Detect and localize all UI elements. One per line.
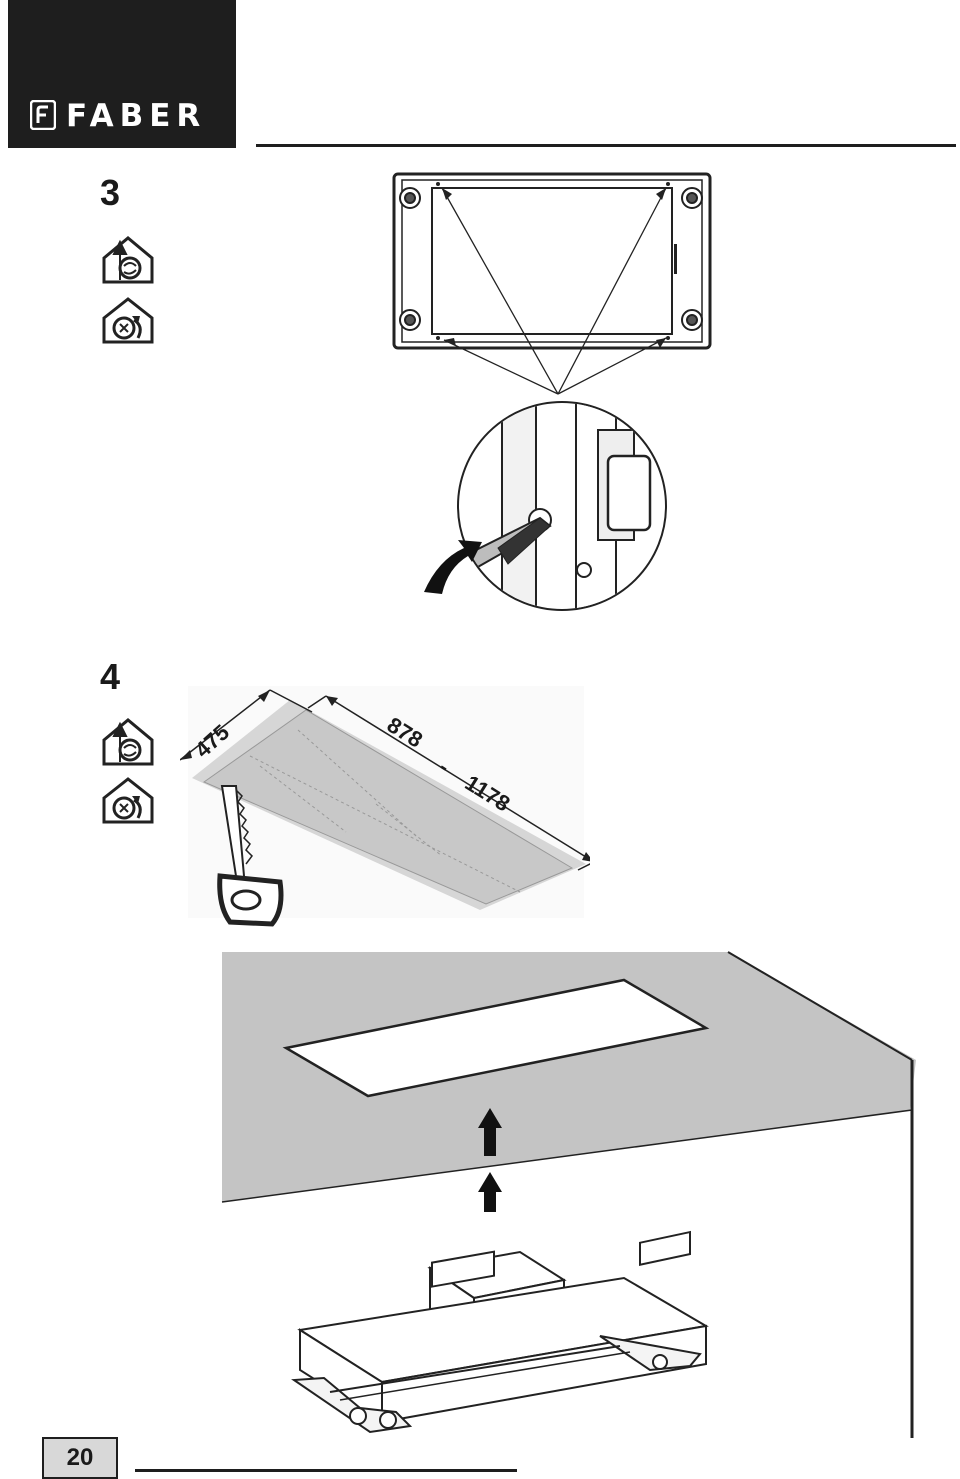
rotate-arrow-icon — [424, 540, 482, 594]
step-number-3: 3 — [100, 172, 121, 213]
faber-logo-icon — [30, 100, 56, 130]
ducted-mode-icon — [102, 236, 154, 284]
page-number: 20 — [42, 1437, 118, 1479]
hood-body — [291, 1230, 709, 1434]
recirculation-mode-icon — [102, 777, 154, 824]
brand-header: FABER — [8, 0, 236, 148]
hood-installation-illustration — [221, 951, 916, 1438]
ducted-mode-icon — [102, 718, 154, 766]
ceiling-template-illustration — [180, 686, 590, 927]
brand-name: FABER — [66, 98, 207, 134]
up-arrow-icon — [478, 1108, 502, 1212]
step-number-4: 4 — [100, 656, 121, 697]
corner-screw-icon — [399, 187, 703, 331]
saw-icon — [217, 785, 284, 927]
header-rule — [256, 144, 956, 147]
recirculation-mode-icon — [102, 297, 154, 344]
hood-underside-illustration — [392, 172, 712, 611]
footer-rule — [135, 1469, 517, 1472]
